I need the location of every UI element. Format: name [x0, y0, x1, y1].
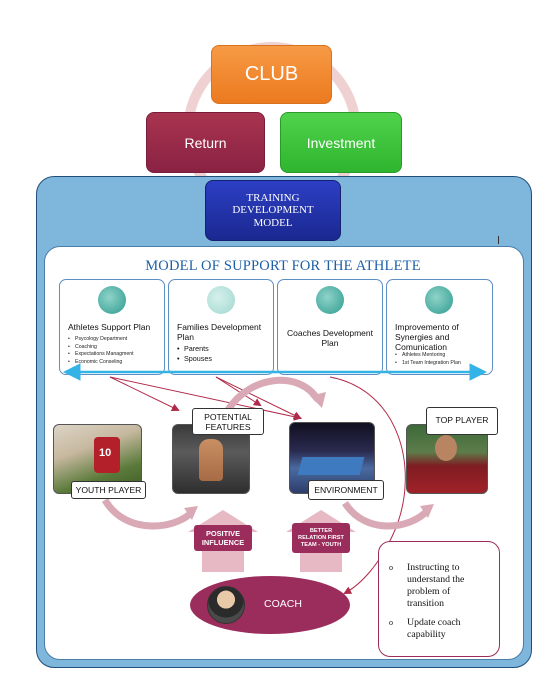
investment-label: Investment [306, 134, 376, 151]
card-families-development: Families Development Plan Parents Spouse… [168, 279, 274, 375]
top-player-label: TOP PLAYER [426, 407, 498, 435]
youth-player-label: YOUTH PLAYER [71, 481, 146, 499]
panel-tick [498, 236, 499, 244]
club-label: CLUB [244, 63, 299, 85]
investment-box: Investment [280, 112, 402, 173]
potential-features-label: POTENTIAL FEATURES [192, 408, 264, 435]
card-to-environment-arrow [109, 376, 302, 421]
list-item: Spouses [177, 354, 269, 364]
coach-label: COACH [264, 598, 302, 610]
better-relation-label: BETTER RELATION FIRST TEAM - YOUTH [292, 523, 350, 553]
card-to-features-arrow-2 [215, 376, 262, 407]
return-box: Return [146, 112, 265, 173]
top-player-photo [406, 424, 488, 494]
coach-notes-box: o Instructing to understand the problem … [378, 541, 500, 657]
arena-floor [297, 457, 365, 475]
training-model-label: TRAINING DEVELOPMENT MODEL [232, 191, 314, 229]
player-face [435, 435, 457, 461]
athlete-figure [199, 439, 223, 481]
model-title: MODEL OF SUPPORT FOR THE ATHLETE [145, 258, 421, 274]
card-to-environment-arrow-2 [215, 376, 302, 419]
card-title: Families Development Plan [177, 322, 262, 342]
jersey-number: 10 [99, 447, 112, 459]
jersey-figure [94, 437, 120, 473]
list-item: Parents [177, 344, 269, 354]
card-synergies: Improvemento of Synergies and Comunicati… [386, 279, 493, 375]
return-label: Return [184, 134, 227, 151]
list-item: Athletes Mentoring [395, 352, 488, 360]
environment-label: ENVIRONMENT [308, 480, 384, 500]
card-title: Coaches Development Plan [287, 328, 373, 348]
circle-bullet-icon: o [389, 563, 393, 572]
coaches-icon [316, 286, 344, 314]
card-coaches-development: Coaches Development Plan [277, 279, 383, 375]
synergy-icon [425, 286, 453, 314]
potential-features-photo [172, 424, 250, 494]
card-to-features-arrow [109, 376, 180, 411]
note-item: o Update coach capability [389, 617, 461, 640]
list-item: Coaching [68, 344, 160, 352]
list-item: Expectations Managment [68, 351, 160, 359]
training-model-box: TRAINING DEVELOPMENT MODEL [205, 180, 341, 241]
club-box: CLUB [211, 45, 332, 104]
list-item: Psycology Department [68, 336, 160, 344]
curved-arrow-environment [342, 500, 431, 530]
curved-arrow-youth [101, 498, 195, 530]
list-item: 1st Team Integration Plan [395, 360, 488, 368]
list-item: Economic Conseling [68, 359, 160, 367]
card-title: Athletes Support Plan [68, 322, 151, 332]
circle-bullet-icon: o [389, 618, 393, 627]
coach-avatar [207, 586, 245, 624]
family-hands-icon [207, 286, 235, 314]
card-title: Improvemento of Synergies and Comunicati… [395, 322, 459, 352]
curved-arrow-top [225, 376, 321, 412]
coaches-to-coach-arrow [329, 376, 406, 594]
athletes-icon [98, 286, 126, 314]
positive-influence-label: POSITIVE INFLUENCE [194, 525, 252, 551]
note-item: o Instructing to understand the problem … [389, 562, 465, 609]
card-athletes-support: Athletes Support Plan Psycology Departme… [59, 279, 165, 375]
